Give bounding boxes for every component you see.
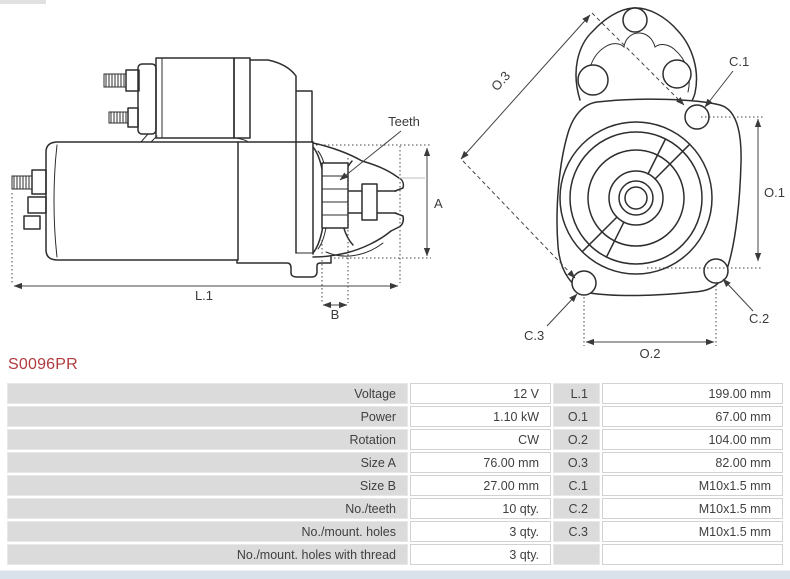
top-left-artifact bbox=[0, 0, 46, 4]
spec-label-cell: Size A bbox=[7, 452, 408, 473]
front-view-drawing: O.3 C.1 O.1 C.2 C.3 O.2 bbox=[460, 7, 785, 361]
dim-label-cell: O.1 bbox=[553, 406, 600, 427]
dim-o2-label: O.2 bbox=[640, 346, 661, 361]
spec-value-cell: 27.00 mm bbox=[410, 475, 551, 496]
dim-c3-label: C.3 bbox=[524, 328, 544, 343]
dim-b-label: B bbox=[331, 307, 340, 322]
dim-value-cell: 67.00 mm bbox=[602, 406, 783, 427]
dim-a-label: A bbox=[434, 196, 443, 211]
dim-value-cell: M10x1.5 mm bbox=[602, 521, 783, 542]
dim-label-cell: O.2 bbox=[553, 429, 600, 450]
spec-value-cell: 3 qty. bbox=[410, 544, 551, 565]
dim-c2-label: C.2 bbox=[749, 311, 769, 326]
dim-label-cell: C.1 bbox=[553, 475, 600, 496]
dim-value-cell bbox=[602, 544, 783, 565]
spec-value-cell: CW bbox=[410, 429, 551, 450]
spec-label-cell: Voltage bbox=[7, 383, 408, 404]
technical-drawing: Teeth L.1 B A bbox=[11, 7, 785, 361]
dim-value-cell: 199.00 mm bbox=[602, 383, 783, 404]
dim-l1-label: L.1 bbox=[195, 288, 213, 303]
dim-label-cell: L.1 bbox=[553, 383, 600, 404]
spec-label-cell: Rotation bbox=[7, 429, 408, 450]
spec-value-cell: 76.00 mm bbox=[410, 452, 551, 473]
spec-value-cell: 10 qty. bbox=[410, 498, 551, 519]
spec-label-cell: No./teeth bbox=[7, 498, 408, 519]
dim-value-cell: M10x1.5 mm bbox=[602, 475, 783, 496]
dim-o1-label: O.1 bbox=[764, 185, 785, 200]
spec-label-cell: No./mount. holes bbox=[7, 521, 408, 542]
bottom-strip bbox=[0, 570, 790, 579]
spec-value-cell: 1.10 kW bbox=[410, 406, 551, 427]
dim-value-cell: M10x1.5 mm bbox=[602, 498, 783, 519]
dim-value-cell: 82.00 mm bbox=[602, 452, 783, 473]
dim-label-cell: C.2 bbox=[553, 498, 600, 519]
dim-value-cell: 104.00 mm bbox=[602, 429, 783, 450]
dim-o3-label: O.3 bbox=[488, 68, 513, 94]
dim-label-cell bbox=[553, 544, 600, 565]
dim-label-cell: C.3 bbox=[553, 521, 600, 542]
spec-label-cell: No./mount. holes with thread bbox=[7, 544, 408, 565]
spec-value-cell: 3 qty. bbox=[410, 521, 551, 542]
part-number: S0096PR bbox=[8, 356, 78, 373]
dim-c1-label: C.1 bbox=[729, 54, 749, 69]
spec-value-cell: 12 V bbox=[410, 383, 551, 404]
spec-label-cell: Size B bbox=[7, 475, 408, 496]
side-view-drawing: Teeth L.1 B A bbox=[11, 57, 443, 322]
dim-label-cell: O.3 bbox=[553, 452, 600, 473]
spec-label-cell: Power bbox=[7, 406, 408, 427]
teeth-label: Teeth bbox=[388, 114, 420, 129]
